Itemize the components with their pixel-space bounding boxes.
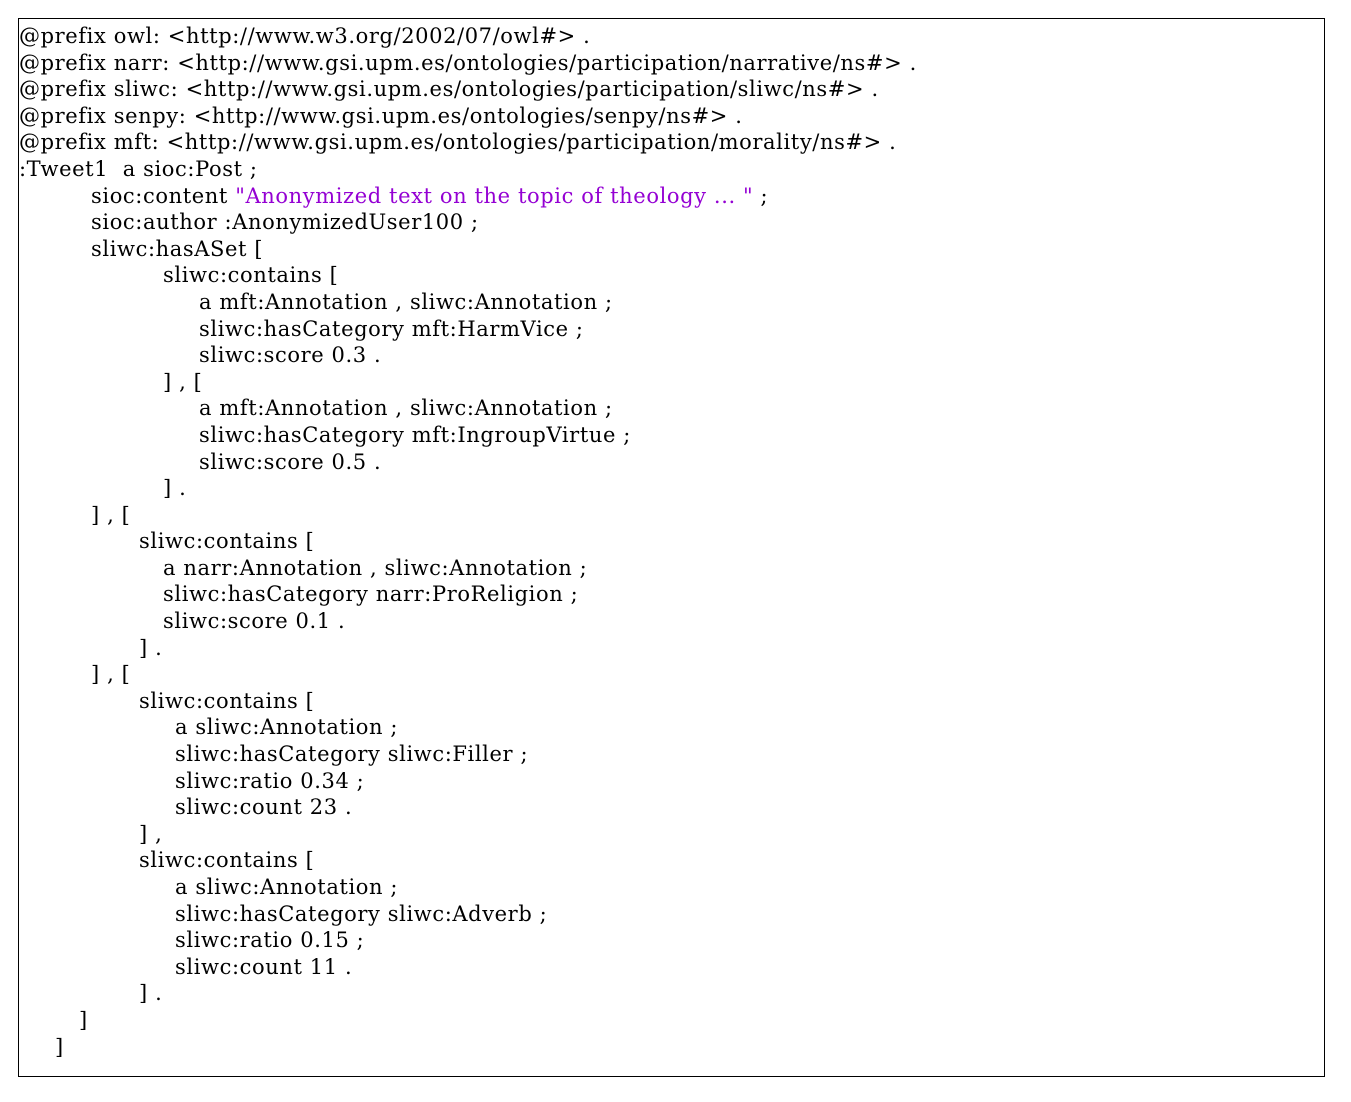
code-line: sliwc:score 0.1 . (163, 609, 346, 634)
turtle-code-listing: @prefix owl: <http://www.w3.org/2002/07/… (19, 23, 1324, 1060)
code-line: ] . (139, 635, 163, 660)
code-line: a narr:Annotation , sliwc:Annotation ; (163, 555, 588, 580)
code-line: sliwc:hasCategory mft:IngroupVirtue ; (199, 422, 631, 447)
code-line: @prefix mft: <http://www.gsi.upm.es/onto… (19, 130, 897, 155)
code-line: sioc:content "Anonymized text on the top… (19, 183, 1324, 210)
code-line: ] . (163, 476, 187, 501)
code-line: ] , (139, 821, 163, 846)
code-line: sliwc:contains [ (139, 688, 315, 713)
string-literal: "Anonymized text on the topic of theolog… (235, 183, 754, 208)
code-line: @prefix narr: <http://www.gsi.upm.es/ont… (19, 50, 917, 75)
code-line: sliwc:hasCategory narr:ProReligion ; (163, 582, 579, 607)
code-line: @prefix sliwc: <http://www.gsi.upm.es/on… (19, 77, 879, 102)
code-line: ] , [ (163, 369, 203, 394)
code-line: sliwc:ratio 0.15 ; (175, 928, 365, 953)
code-line: :Tweet1 a sioc:Post ; (19, 156, 258, 181)
code-line: sliwc:hasCategory sliwc:Filler ; (175, 742, 529, 767)
code-line: sliwc:contains [ (139, 529, 315, 554)
code-line: sliwc:score 0.3 . (199, 343, 382, 368)
code-token: sioc:content (91, 183, 236, 208)
code-line: sliwc:contains [ (139, 848, 315, 873)
code-line: ] (79, 1007, 88, 1032)
code-line: sliwc:score 0.5 . (199, 449, 382, 474)
code-line: a mft:Annotation , sliwc:Annotation ; (199, 396, 613, 421)
code-line: sliwc:hasCategory mft:HarmVice ; (199, 316, 584, 341)
code-line: sliwc:hasCategory sliwc:Adverb ; (175, 901, 548, 926)
code-line: a sliwc:Annotation ; (175, 875, 399, 899)
code-line: ] . (139, 981, 163, 1006)
code-listing-frame: @prefix owl: <http://www.w3.org/2002/07/… (18, 18, 1325, 1077)
code-line: a mft:Annotation , sliwc:Annotation ; (199, 289, 613, 314)
code-line: a sliwc:Annotation ; (175, 715, 399, 740)
code-token: ; (753, 183, 769, 208)
code-line: sliwc:contains [ (163, 263, 339, 288)
code-line: sioc:author :AnonymizedUser100 ; (91, 210, 479, 235)
code-line: sliwc:count 23 . (175, 795, 353, 820)
code-line: @prefix owl: <http://www.w3.org/2002/07/… (19, 24, 591, 48)
code-line: ] , [ (91, 662, 131, 687)
code-line: sliwc:count 11 . (175, 954, 353, 979)
code-line: @prefix senpy: <http://www.gsi.upm.es/on… (19, 103, 743, 128)
code-line: ] , [ (91, 502, 131, 527)
code-line: ] (55, 1034, 64, 1059)
code-line: sliwc:ratio 0.34 ; (175, 768, 365, 793)
code-line: sliwc:hasASet [ (91, 236, 264, 261)
